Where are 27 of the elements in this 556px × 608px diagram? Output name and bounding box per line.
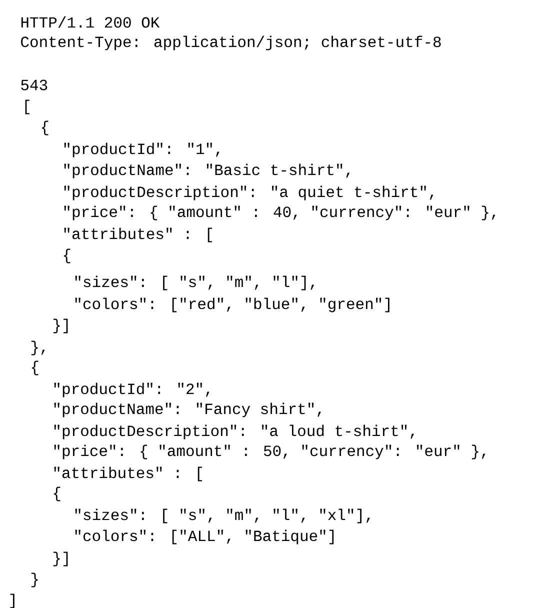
code-line: { [54, 486, 60, 502]
code-line: HTTP/1.1 200 OK [21, 16, 160, 28]
code-line: "price": { "amount" : 50, "currency": "eur" }, [54, 444, 486, 460]
code-line: } [31, 572, 38, 588]
code-line: "productName": "Fancy shirt", [54, 402, 321, 418]
code-line: ] [10, 594, 14, 608]
code-line: "attributes" : [ [64, 228, 212, 242]
code-line: [ [25, 100, 30, 114]
code-line: "productId": "1", [64, 142, 220, 158]
code-line: { [42, 120, 48, 136]
code-line: }] [53, 552, 68, 566]
code-line: "productName": "Basic t-shirt", [64, 164, 350, 178]
code-line: "productDescription": "a loud t-shirt", [54, 424, 414, 440]
code-line: "attributes" : [ [54, 466, 202, 482]
code-line: "sizes": [ "s", "m", "l"], [75, 276, 314, 290]
code-line: { [64, 248, 70, 264]
code-line: "productId": "2", [54, 382, 210, 398]
code-line: { [32, 360, 38, 376]
code-line: }, [31, 340, 45, 356]
code-line: }] [53, 318, 68, 334]
code-line: "colors": ["red", "blue", "green"] [75, 298, 390, 312]
code-line: "sizes": [ "s", "m", "l", "xl"], [75, 508, 370, 524]
code-line: 543 [21, 80, 48, 90]
code-line: "productDescription": "a quiet t-shirt", [64, 186, 434, 200]
code-line: Content-Type: application/json; charset-utf-8 [21, 36, 441, 50]
code-line: "colors": ["ALL", "Batique"] [75, 530, 334, 544]
code-line: "price": { "amount" : 40, "currency": "eur" }, [64, 206, 496, 220]
